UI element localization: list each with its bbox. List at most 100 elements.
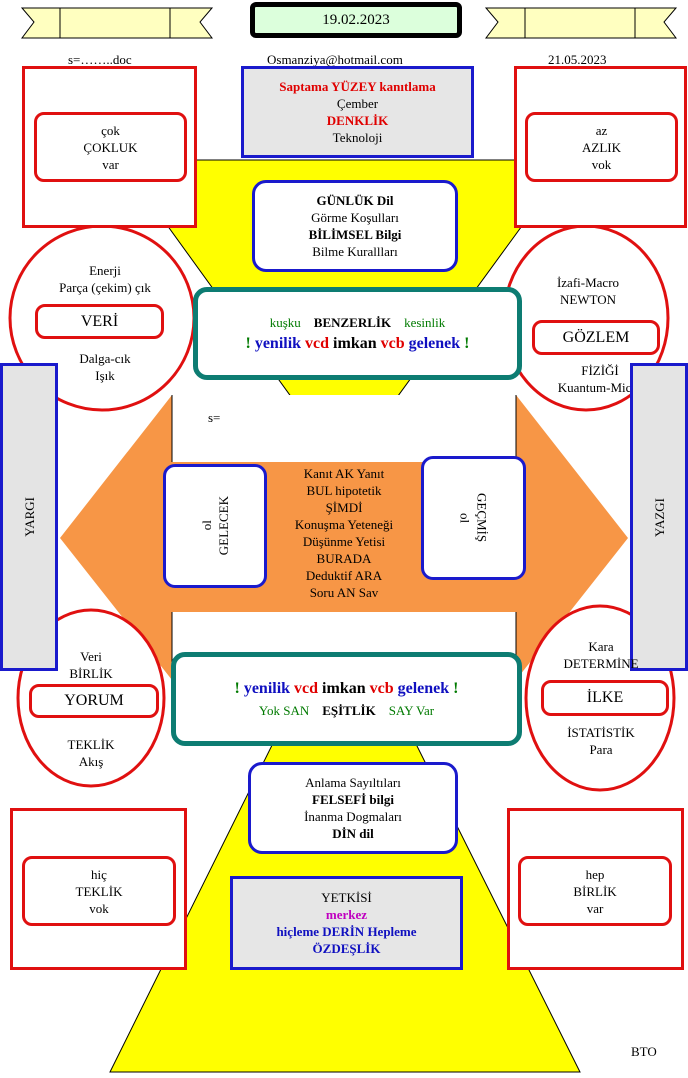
left-sidebar-label: YARGI — [21, 497, 37, 537]
teal-bottom-s5: vcb — [369, 679, 394, 697]
yetkisi-line4: ÖZDEŞLİK — [312, 941, 381, 956]
top-right-line2: AZLIK — [582, 139, 621, 155]
gelecek-line2: GELECEK — [216, 496, 231, 556]
bottom-right-line2: BİRLİK — [573, 883, 617, 899]
left-circle-top-line2: Parça (çekim) çık — [59, 280, 151, 295]
gelecek-box: ol GELECEK — [163, 464, 267, 588]
arrow-white-strip-top — [172, 395, 516, 462]
teal-top-s6: gelenek — [408, 335, 461, 352]
gelecek-line1: ol — [199, 520, 214, 532]
gozlem-box: GÖZLEM — [532, 320, 660, 355]
center-line3: ŞİMDİ — [325, 500, 363, 515]
gecmis-line1: GEÇMİŞ — [474, 493, 490, 543]
footer-label: BTO — [631, 1044, 657, 1059]
right-circle-bottom-line2: DETERMİNE — [563, 656, 639, 671]
gunluk-line1: GÜNLÜK Dil — [316, 193, 394, 208]
left-circle-bottom-line3: TEKLİK — [67, 737, 115, 752]
veri-box: VERİ — [35, 304, 164, 339]
center-line5: Düşünme Yetisi — [302, 534, 386, 549]
teal-bottom-box: ! yenilik vcd imkan vcb gelenek ! Yok SA… — [171, 652, 522, 746]
center-line6: BURADA — [316, 551, 372, 566]
gunluk-line4: Bilme Kurallları — [312, 244, 398, 259]
gunluk-line3: BİLİMSEL Bilgi — [308, 227, 402, 242]
top-right-line3: vok — [591, 156, 612, 172]
center-line1: Kanıt AK Yanıt — [303, 466, 385, 481]
teal-top-box: kuşku BENZERLİK kesinlik ! yenilik vcd i… — [193, 287, 522, 380]
bottom-left-inner-box: hiç TEKLİK vok — [22, 856, 176, 926]
teal-bottom-w1: Yok SAN — [258, 702, 310, 718]
top-center-line4: Teknoloji — [332, 130, 383, 145]
left-circle-top-line4: Işık — [95, 368, 115, 383]
gunluk-line2: Görme Koşulları — [311, 210, 399, 225]
teal-top-w2: BENZERLİK — [313, 315, 392, 330]
teal-bottom-w3: SAY Var — [388, 702, 435, 718]
right-circle-top-line1: İzafi-Macro — [556, 275, 620, 290]
left-circle-bottom-line1: Veri — [80, 649, 102, 664]
bottom-left-line3: vok — [89, 900, 109, 916]
teal-top-s3: vcd — [305, 335, 330, 352]
yetkisi-line3: hiçleme DERİN Hepleme — [276, 924, 417, 939]
anlama-line2: FELSEFİ bilgi — [312, 792, 394, 807]
teal-top-s2: yenilik — [254, 335, 302, 352]
left-circle-bottom-head: Veri BİRLİK — [20, 648, 162, 682]
email-label: Osmanziya@hotmail.com — [267, 52, 403, 67]
gelecek-text: ol GELECEK — [198, 496, 232, 555]
right-circle-top-line4: Kuantum-Micro — [557, 380, 643, 395]
gecmis-text: GEÇMİŞ ol — [457, 493, 491, 542]
teal-top-w3: kesinlik — [404, 315, 446, 330]
date-top-box: 19.02.2023 — [250, 2, 462, 38]
date-right: 21.05.2023 — [548, 52, 607, 67]
teal-top-w1: kuşku — [269, 315, 301, 330]
left-sidebar: YARGI — [0, 363, 58, 671]
gunluk-box: GÜNLÜK Dil Görme Koşulları BİLİMSEL Bilg… — [252, 180, 458, 272]
gecmis-box: GEÇMİŞ ol — [421, 456, 526, 580]
bottom-left-line2: TEKLİK — [75, 883, 123, 899]
top-center-line2: Çember — [336, 96, 379, 111]
small-s-label: s= — [208, 410, 221, 425]
right-circle-top-head: İzafi-Macro NEWTON — [520, 274, 656, 308]
top-center-line1: Saptama YÜZEY kanıtlama — [279, 79, 436, 94]
teal-bottom-s6: gelenek — [397, 679, 450, 697]
teal-bottom-s1: ! — [234, 679, 240, 697]
teal-top-s7: ! — [464, 335, 470, 352]
top-right-line1: az — [595, 122, 608, 138]
right-circle-top-foot: FİZİĞİ Kuantum-Micro — [520, 362, 680, 396]
teal-bottom-s3: vcd — [294, 679, 319, 697]
right-circle-top-line2: NEWTON — [559, 292, 617, 307]
date-top: 19.02.2023 — [322, 11, 390, 28]
top-center-box: Saptama YÜZEY kanıtlama Çember DENKLİK T… — [241, 66, 474, 158]
teal-top-s5: vcb — [380, 335, 405, 352]
ribbon-right — [484, 7, 678, 39]
anlama-line3: İnanma Dogmaları — [304, 809, 402, 824]
top-left-inner-box: çok ÇOKLUK var — [34, 112, 187, 182]
anlama-line4: DİN dil — [332, 826, 374, 841]
center-line7: Deduktif ARA — [305, 568, 383, 583]
ribbon-left — [20, 7, 214, 39]
yetkisi-line2: merkez — [325, 907, 368, 922]
left-circle-bottom-line4: Akış — [78, 754, 104, 769]
teal-bottom-w2: EŞİTLİK — [322, 702, 376, 718]
yorum-label: YORUM — [64, 692, 124, 709]
bottom-left-line1: hiç — [91, 866, 107, 882]
center-line8: Soru AN Sav — [309, 585, 379, 600]
top-left-line2: ÇOKLUK — [83, 139, 138, 155]
center-text: Kanıt AK Yanıt BUL hipotetik ŞİMDİ Konuş… — [268, 465, 420, 601]
bottom-right-inner-box: hep BİRLİK var — [518, 856, 672, 926]
right-circle-top-line3: FİZİĞİ — [581, 363, 619, 378]
teal-top-row2: ! yenilik vcd imkan vcb gelenek ! — [245, 335, 469, 353]
right-circle-bottom-head: Kara DETERMİNE — [530, 638, 672, 672]
top-center-line3: DENKLİK — [326, 113, 389, 128]
teal-bottom-row2: Yok SAN EŞİTLİK SAY Var — [259, 702, 434, 719]
center-line4: Konuşma Yeteneği — [294, 517, 394, 532]
gozlem-label: GÖZLEM — [562, 328, 630, 346]
right-sidebar-label: YAZGI — [651, 497, 667, 537]
right-sidebar: YAZGI — [630, 363, 688, 671]
right-circle-bottom-line4: Para — [589, 742, 613, 757]
veri-label: VERİ — [80, 312, 119, 330]
teal-top-s1: ! — [245, 335, 251, 352]
anlama-box: Anlama Sayıltıları FELSEFİ bilgi İnanma … — [248, 762, 458, 854]
teal-bottom-s4: imkan — [322, 679, 366, 697]
left-circle-bottom-foot: TEKLİK Akış — [20, 736, 162, 770]
left-circle-top-line3: Dalga-cık — [79, 351, 131, 366]
center-line2: BUL hipotetik — [306, 483, 382, 498]
